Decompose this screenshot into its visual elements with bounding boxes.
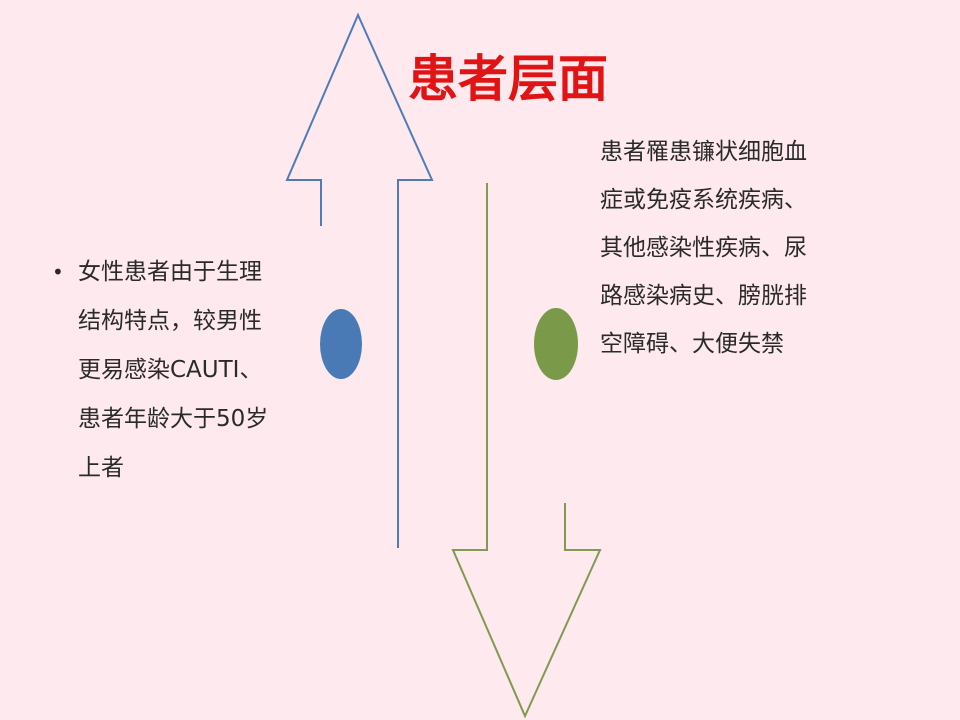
right-line-5: 空障碍、大便失禁 bbox=[600, 331, 784, 357]
left-text-block: • 女性患者由于生理 结构特点，较男性 更易感染CAUTI、 患者年龄大于50岁… bbox=[52, 248, 312, 493]
left-line-3: 更易感染CAUTI、 bbox=[78, 357, 263, 383]
left-line-1: 女性患者由于生理 bbox=[78, 259, 262, 285]
bullet-marker: • bbox=[52, 260, 64, 284]
left-line-5: 上者 bbox=[78, 455, 124, 481]
page-title: 患者层面 bbox=[408, 50, 608, 108]
left-line-4: 患者年龄大于50岁 bbox=[78, 406, 269, 432]
down-arrow bbox=[451, 183, 602, 719]
right-ellipse bbox=[534, 308, 578, 380]
right-text-block: 患者罹患镰状细胞血 症或免疫系统疾病、 其他感染性疾病、尿 路感染病史、膀胱排 … bbox=[600, 128, 850, 368]
up-arrow bbox=[285, 12, 434, 548]
left-ellipse bbox=[320, 309, 362, 379]
right-line-4: 路感染病史、膀胱排 bbox=[600, 283, 807, 309]
right-line-2: 症或免疫系统疾病、 bbox=[600, 187, 807, 213]
right-line-1: 患者罹患镰状细胞血 bbox=[600, 139, 807, 165]
right-line-3: 其他感染性疾病、尿 bbox=[600, 235, 807, 261]
left-line-2: 结构特点，较男性 bbox=[78, 308, 262, 334]
